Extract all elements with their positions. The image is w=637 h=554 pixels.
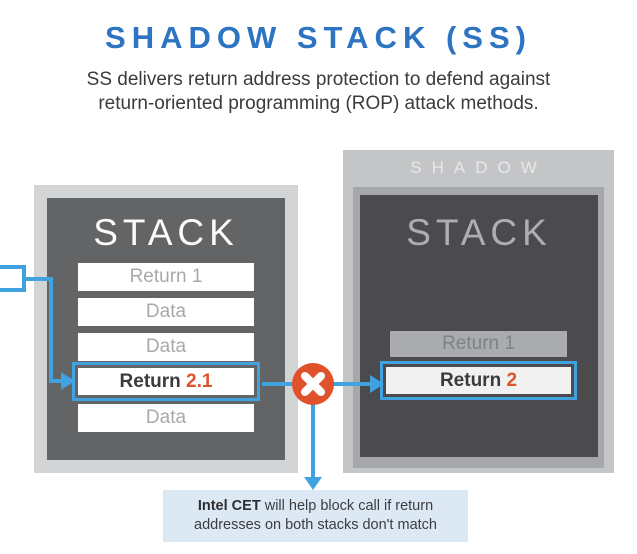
- stack-row-data: Data: [78, 298, 254, 326]
- stack-row-data: Data: [78, 404, 254, 432]
- return-value: 2: [506, 370, 518, 391]
- subtitle: SS delivers return address protection to…: [0, 68, 637, 116]
- return-row-content: Return 2: [386, 367, 571, 394]
- subtitle-line-2: return-oriented programming (ROP) attack…: [98, 93, 539, 114]
- shadow-row-return1: Return 1: [390, 331, 567, 357]
- caller-bracket: [0, 265, 26, 292]
- cet-note: Intel CET will help block call if return…: [163, 490, 468, 542]
- return-row-content: Return 2.1: [78, 368, 254, 395]
- return-value: 2.1: [186, 371, 213, 392]
- return-label: Return: [119, 371, 181, 392]
- normal-stack-body: STACK Return 1 Data Data Return 2.1 Data: [47, 198, 285, 460]
- shadow-stack-body: STACK Return 1 Return 2: [360, 195, 598, 457]
- normal-stack-panel: STACK Return 1 Data Data Return 2.1 Data: [34, 185, 298, 473]
- shadow-stack-panel: SHADOW STACK Return 1 Return 2: [343, 150, 614, 473]
- note-bold: Intel CET: [197, 498, 261, 514]
- note-line-1-rest: will help block call if return: [260, 498, 434, 514]
- highlighted-return-row-left: Return 2.1: [72, 362, 260, 401]
- arrowhead-down-icon: [304, 477, 322, 490]
- stack-row-data: Data: [78, 333, 254, 361]
- shadow-stack-title: STACK: [406, 212, 552, 253]
- note-line-2: addresses on both stacks don't match: [194, 517, 437, 533]
- return-label: Return: [439, 370, 502, 391]
- note-line-1: Intel CET will help block call if return: [163, 497, 468, 516]
- block-x-icon: [292, 363, 334, 405]
- normal-stack-title: STACK: [93, 212, 239, 253]
- highlighted-return-row-right: Return 2: [380, 361, 577, 400]
- page-title: SHADOW STACK (SS): [105, 20, 532, 55]
- shadow-stack-frame: STACK Return 1 Return 2: [353, 187, 604, 468]
- subtitle-line-1: SS delivers return address protection to…: [86, 69, 551, 90]
- shadow-stack-band-label: SHADOW: [410, 158, 547, 177]
- stack-row-return1: Return 1: [78, 263, 254, 291]
